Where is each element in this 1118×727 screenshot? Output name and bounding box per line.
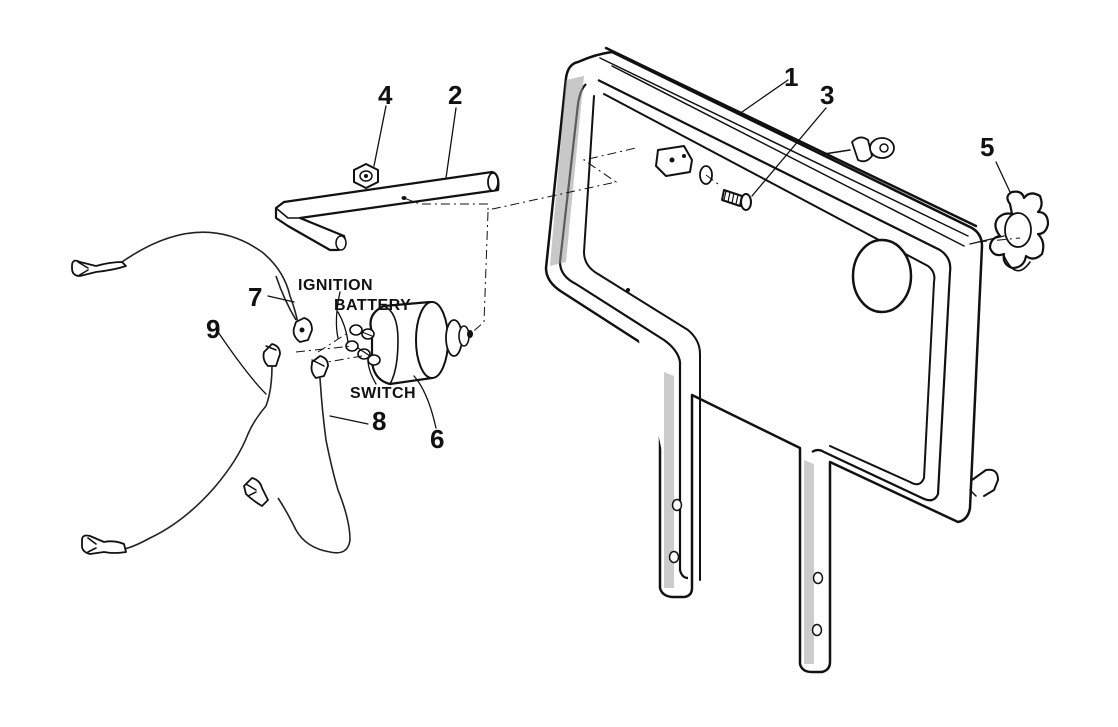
label-ignition: IGNITION	[298, 277, 373, 294]
label-switch: SWITCH	[350, 385, 416, 402]
callout-5: 5	[980, 132, 994, 162]
callout-4: 4	[378, 80, 393, 110]
callout-7: 7	[248, 282, 262, 312]
lead-wire-ignition	[71, 231, 313, 343]
callout-9: 9	[206, 314, 220, 344]
callout-6: 6	[430, 424, 444, 454]
callout-2: 2	[448, 80, 462, 110]
callout-numbers: 1 2 3 4 5 6 7 8 9	[206, 62, 994, 454]
switch-terminals	[345, 324, 381, 366]
callout-3: 3	[820, 80, 834, 110]
support-bar	[274, 170, 500, 252]
lead-wire-switch	[243, 355, 351, 554]
cap	[969, 190, 1050, 272]
label-battery: BATTERY	[334, 297, 411, 314]
nut	[353, 163, 379, 189]
callout-1: 1	[784, 62, 798, 92]
callout-8: 8	[372, 406, 386, 436]
bolt	[721, 189, 752, 211]
ignition-switch	[345, 300, 473, 386]
terminal-labels: IGNITION BATTERY SWITCH	[298, 277, 416, 402]
bracket-panel	[544, 46, 999, 674]
leader-lines	[217, 79, 1011, 429]
lead-wire-battery	[81, 343, 281, 555]
